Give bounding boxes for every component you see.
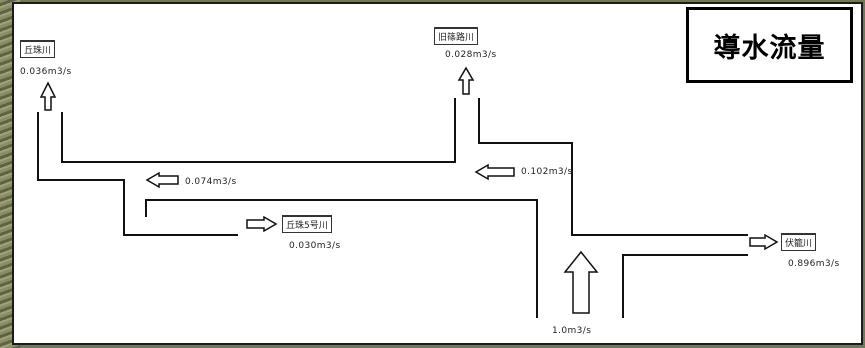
river-tag-right: 伏籠川 xyxy=(781,233,816,251)
arrow-up-inflow xyxy=(565,252,597,313)
channel-wall-upper xyxy=(146,200,537,318)
river-tag-top-center: 旧篠路川 xyxy=(434,27,478,45)
channel-wall-inner-left xyxy=(62,98,455,162)
arrow-right-mid xyxy=(247,217,276,231)
channel-wall-outer-left xyxy=(38,112,238,235)
channel-wall-right xyxy=(623,255,748,318)
arrow-left-074 xyxy=(147,173,178,187)
flow-label-mid: 0.030m3/s xyxy=(289,241,341,251)
arrow-up-top-left xyxy=(41,83,55,110)
river-tag-mid: 丘珠5号川 xyxy=(282,215,332,233)
channel-wall-upper-right xyxy=(479,98,748,235)
flow-label-right: 0.896m3/s xyxy=(788,259,840,269)
diagram-title: 導水流量 xyxy=(686,7,853,83)
flow-label-left-branch: 0.074m3/s xyxy=(185,177,237,187)
flow-label-inflow: 1.0m3/s xyxy=(552,326,591,336)
arrow-right-right xyxy=(750,235,777,249)
flow-label-upper-branch: 0.102m3/s xyxy=(521,167,573,177)
flow-label-top-center: 0.028m3/s xyxy=(445,50,497,60)
arrow-left-102 xyxy=(476,165,514,179)
arrow-up-top-center xyxy=(459,68,473,94)
flow-label-top-left: 0.036m3/s xyxy=(20,67,72,77)
river-tag-top-left: 丘珠川 xyxy=(20,40,55,58)
